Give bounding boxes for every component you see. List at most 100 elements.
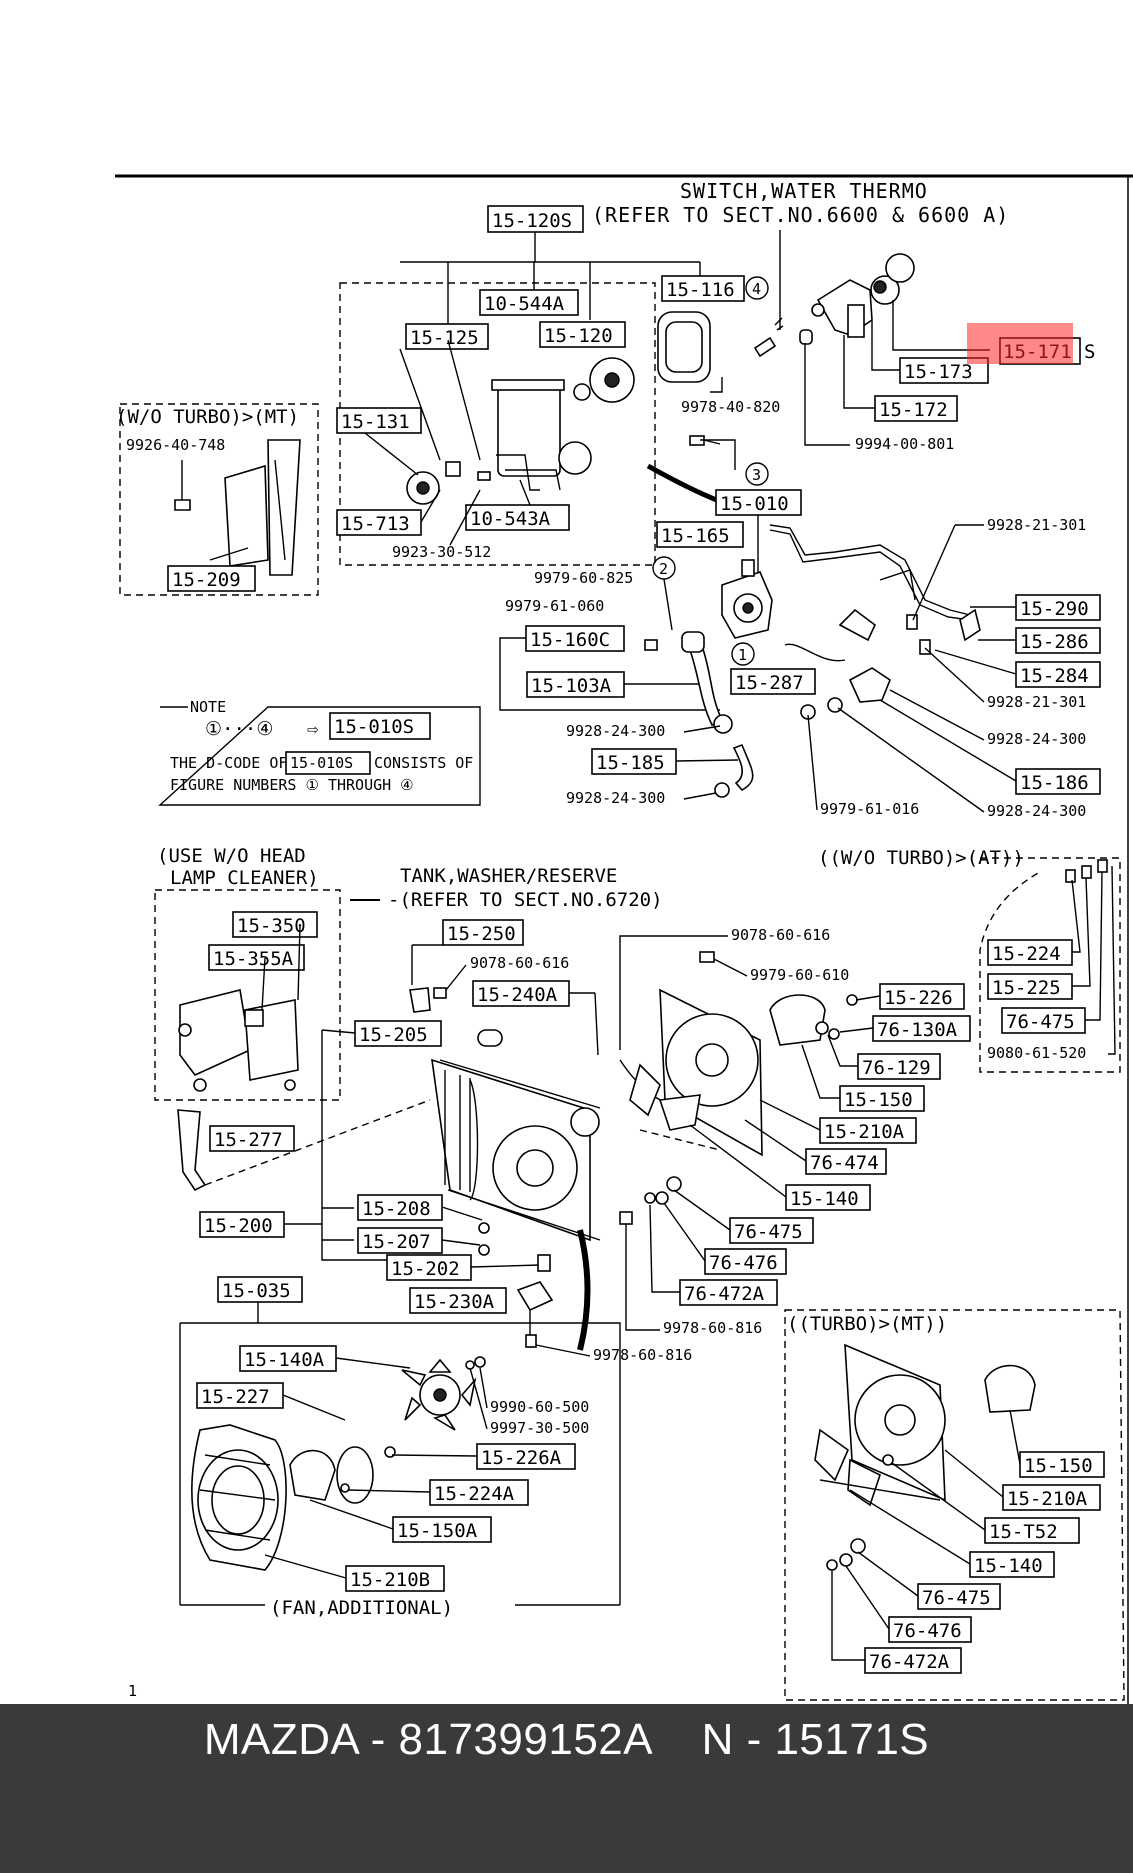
box-15-116[interactable]: 15-116 — [661, 275, 745, 302]
svg-text:15-120S: 15-120S — [492, 210, 572, 232]
box-15-225[interactable]: 15-225 — [987, 973, 1073, 1000]
box-76-476-turbo[interactable]: 76-476 — [888, 1616, 972, 1643]
svg-text:15-010S: 15-010S — [290, 754, 353, 772]
box-76-130A[interactable]: 76-130A — [872, 1015, 971, 1042]
box-15-T52[interactable]: 15-T52 — [984, 1517, 1080, 1544]
svg-text:2: 2 — [659, 560, 668, 578]
box-15-140[interactable]: 15-140 — [785, 1184, 871, 1211]
box-15-150-turbo[interactable]: 15-150 — [1019, 1451, 1105, 1478]
box-15-207[interactable]: 15-207 — [357, 1227, 443, 1254]
box-15-284[interactable]: 15-284 — [1015, 661, 1101, 688]
box-15-120S[interactable]: 15-120S — [487, 205, 584, 233]
box-15-140-turbo[interactable]: 15-140 — [969, 1551, 1055, 1578]
svg-text:15-200: 15-200 — [204, 1215, 273, 1237]
svg-text:⇨: ⇨ — [307, 718, 318, 740]
box-76-476[interactable]: 76-476 — [704, 1248, 787, 1275]
thermostat-housing-drawing — [364, 339, 635, 546]
svg-text:15-160C: 15-160C — [530, 629, 610, 651]
box-76-475-at[interactable]: 76-475 — [1001, 1007, 1086, 1034]
code-9928-24-300-d: 9928-24-300 — [987, 802, 1086, 820]
box-15-713[interactable]: 15-713 — [336, 509, 422, 536]
svg-text:15-277: 15-277 — [214, 1129, 283, 1151]
box-15-287[interactable]: 15-287 — [730, 668, 816, 695]
box-76-475[interactable]: 76-475 — [729, 1217, 814, 1244]
svg-text:1: 1 — [738, 646, 747, 664]
box-15-277[interactable]: 15-277 — [209, 1125, 295, 1152]
code-9926-40-748: 9926-40-748 — [126, 436, 225, 454]
box-10-543A[interactable]: 10-543A — [465, 504, 570, 531]
box-15-226A[interactable]: 15-226A — [476, 1443, 576, 1470]
svg-text:15-165: 15-165 — [661, 525, 730, 547]
box-15-210B[interactable]: 15-210B — [345, 1565, 445, 1592]
box-10-544A[interactable]: 10-544A — [479, 289, 579, 316]
svg-text:15-250: 15-250 — [447, 923, 516, 945]
code-9080-61-520: 9080-61-520 — [987, 1044, 1086, 1062]
code-9928-24-300-c: 9928-24-300 — [987, 730, 1086, 748]
box-15-202[interactable]: 15-202 — [386, 1254, 472, 1281]
box-15-250[interactable]: 15-250 — [442, 919, 524, 946]
svg-text:15-185: 15-185 — [596, 752, 665, 774]
box-15-103A[interactable]: 15-103A — [526, 671, 625, 698]
box-15-010[interactable]: 15-010 — [715, 489, 802, 516]
box-15-150A[interactable]: 15-150A — [392, 1516, 492, 1543]
svg-text:15-140A: 15-140A — [244, 1349, 325, 1371]
box-15-355A[interactable]: 15-355A — [208, 944, 305, 971]
svg-text:15-224: 15-224 — [992, 943, 1061, 965]
box-15-200[interactable]: 15-200 — [199, 1211, 285, 1238]
box-15-226[interactable]: 15-226 — [879, 983, 965, 1010]
svg-text:10-543A: 10-543A — [470, 508, 551, 530]
svg-text:3: 3 — [752, 466, 761, 484]
additional-fan-shroud-drawing — [191, 1424, 396, 1571]
code-9978-40-820: 9978-40-820 — [681, 398, 780, 416]
box-15-208[interactable]: 15-208 — [357, 1194, 443, 1221]
svg-text:15-010S: 15-010S — [334, 716, 414, 738]
box-15-165[interactable]: 15-165 — [656, 521, 744, 548]
box-15-227[interactable]: 15-227 — [196, 1382, 284, 1409]
svg-text:15-210A: 15-210A — [824, 1121, 905, 1143]
box-76-472A[interactable]: 76-472A — [679, 1279, 778, 1306]
box-15-230A[interactable]: 15-230A — [409, 1287, 507, 1314]
box-15-205[interactable]: 15-205 — [354, 1020, 442, 1047]
svg-text:15-150: 15-150 — [1024, 1455, 1093, 1477]
box-15-350[interactable]: 15-350 — [232, 911, 318, 938]
svg-text:15-120: 15-120 — [544, 325, 613, 347]
box-15-120[interactable]: 15-120 — [539, 321, 626, 348]
svg-text:15-116: 15-116 — [666, 279, 735, 301]
svg-text:15-150A: 15-150A — [397, 1520, 478, 1542]
box-15-140A[interactable]: 15-140A — [239, 1345, 337, 1372]
box-15-185[interactable]: 15-185 — [591, 748, 677, 775]
box-15-131[interactable]: 15-131 — [336, 407, 422, 434]
box-15-150[interactable]: 15-150 — [839, 1085, 925, 1112]
box-15-209[interactable]: 15-209 — [167, 565, 256, 592]
box-15-290[interactable]: 15-290 — [1015, 594, 1101, 621]
box-76-474[interactable]: 76-474 — [805, 1148, 887, 1175]
svg-text:①···④: ①···④ — [205, 718, 273, 740]
box-15-286[interactable]: 15-286 — [1015, 627, 1101, 654]
svg-text:15-209: 15-209 — [172, 569, 241, 591]
svg-text:15-T52: 15-T52 — [989, 1521, 1058, 1543]
box-15-210A-turbo[interactable]: 15-210A — [1002, 1484, 1101, 1511]
code-9979-61-016: 9979-61-016 — [820, 800, 919, 818]
box-15-224A[interactable]: 15-224A — [429, 1479, 529, 1506]
svg-text:15-224A: 15-224A — [434, 1483, 515, 1505]
bypass-pipe-drawing — [769, 524, 981, 720]
svg-text:76-475: 76-475 — [734, 1221, 803, 1243]
code-9078-60-616-b: 9078-60-616 — [731, 926, 830, 944]
box-15-172[interactable]: 15-172 — [874, 395, 958, 422]
label-wo-turbo-at: ((W/O TURBO)>(AT)) — [818, 847, 1024, 869]
box-15-160C[interactable]: 15-160C — [525, 625, 625, 652]
label-wo-turbo-mt: (W/O TURBO)>(MT) — [116, 406, 299, 428]
box-76-129[interactable]: 76-129 — [857, 1053, 941, 1080]
svg-text:15-286: 15-286 — [1020, 631, 1089, 653]
box-15-035[interactable]: 15-035 — [217, 1276, 303, 1303]
box-15-171S[interactable]: 15-171 S — [967, 323, 1095, 365]
box-15-125[interactable]: 15-125 — [405, 323, 489, 350]
box-76-472A-turbo[interactable]: 76-472A — [864, 1647, 962, 1674]
box-15-186[interactable]: 15-186 — [1015, 768, 1101, 795]
box-76-475-turbo[interactable]: 76-475 — [917, 1583, 1001, 1610]
box-15-224[interactable]: 15-224 — [987, 939, 1073, 966]
box-15-210A[interactable]: 15-210A — [819, 1117, 917, 1144]
box-15-240A[interactable]: 15-240A — [472, 980, 570, 1007]
page-mark: 1 — [128, 1682, 137, 1700]
